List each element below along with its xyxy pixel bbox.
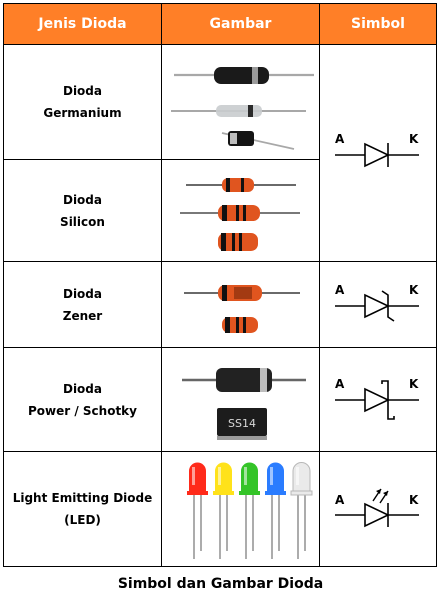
row-name-led: Light Emitting Diode (LED) bbox=[3, 451, 162, 567]
schottky-diode-symbol-icon: A K bbox=[335, 378, 419, 420]
led-component bbox=[264, 462, 286, 559]
header-symbol: Simbol bbox=[319, 3, 437, 45]
power-schottky-diode-illustration: SS14 bbox=[181, 368, 306, 440]
standard-diode-symbol-icon: A K bbox=[335, 133, 419, 168]
silicon-diode-illustration bbox=[179, 178, 300, 251]
header-picture: Gambar bbox=[161, 3, 320, 45]
symbol-zener-diode: A K bbox=[319, 261, 437, 348]
table-row: Dioda Power / Schotky SS14 A K bbox=[3, 347, 437, 452]
anode-label: A bbox=[335, 378, 345, 391]
header-row: Jenis Dioda Gambar Simbol bbox=[3, 3, 437, 45]
power-schottky-diode-image: SS14 bbox=[161, 347, 320, 452]
figure-caption: Simbol dan Gambar Dioda bbox=[117, 576, 324, 592]
zener-diode-illustration bbox=[183, 284, 300, 333]
zener-diode-image bbox=[161, 261, 320, 348]
row-name-silicon: Dioda Silicon bbox=[3, 159, 162, 262]
cathode-label: K bbox=[409, 133, 419, 146]
led-component bbox=[290, 462, 312, 559]
led-image bbox=[161, 451, 320, 567]
led-component bbox=[212, 462, 234, 559]
symbol-schottky-diode: A K bbox=[319, 347, 437, 452]
anode-label: A bbox=[335, 133, 345, 146]
germanium-diode-illustration bbox=[170, 67, 314, 150]
table-row: Light Emitting Diode (LED) A K bbox=[3, 451, 437, 567]
cathode-label: K bbox=[409, 493, 419, 507]
anode-label: A bbox=[335, 493, 345, 507]
cathode-label: K bbox=[409, 378, 419, 391]
symbol-led: A K bbox=[319, 451, 437, 567]
table-row: Dioda Silicon bbox=[3, 159, 437, 262]
zener-diode-symbol-icon: A K bbox=[335, 284, 419, 322]
led-component bbox=[186, 462, 208, 559]
germanium-diode-image bbox=[161, 44, 320, 160]
symbol-standard-diode: A K bbox=[319, 44, 437, 262]
diode-table: Jenis Dioda Gambar Simbol Dioda Germaniu… bbox=[3, 3, 437, 567]
led-component bbox=[238, 462, 260, 559]
row-name-germanium: Dioda Germanium bbox=[3, 44, 162, 160]
led-illustration bbox=[186, 462, 312, 559]
silicon-diode-image bbox=[161, 159, 320, 262]
header-type: Jenis Dioda bbox=[3, 3, 162, 45]
ss14-marking: SS14 bbox=[228, 417, 256, 430]
row-name-power-schottky: Dioda Power / Schotky bbox=[3, 347, 162, 452]
table-row: Dioda Zener A K bbox=[3, 261, 437, 348]
anode-label: A bbox=[335, 284, 345, 297]
cathode-label: K bbox=[409, 284, 419, 297]
led-symbol-icon: A K bbox=[335, 488, 419, 528]
row-name-zener: Dioda Zener bbox=[3, 261, 162, 348]
table-row: Dioda Germanium A bbox=[3, 44, 437, 262]
